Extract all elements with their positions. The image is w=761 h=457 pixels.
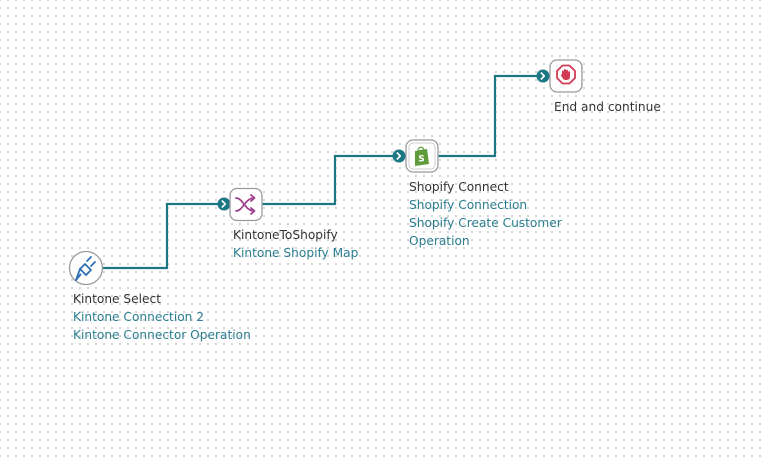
node-kintone-select[interactable]	[68, 250, 104, 286]
node-operation-link[interactable]: Kintone Connector Operation	[73, 328, 251, 342]
arrow-dot-1[interactable]	[217, 197, 231, 211]
node-kintone-to-shopify[interactable]	[229, 187, 263, 222]
arrow-dot-2[interactable]	[392, 149, 406, 163]
shopify-bag-icon: S	[415, 146, 429, 166]
node-connection-link[interactable]: Kintone Connection 2	[73, 310, 205, 324]
node-shopify-connect[interactable]: S	[405, 139, 439, 173]
stop-hand-icon	[556, 64, 576, 85]
chevron-right-icon	[396, 152, 402, 160]
plug-icon	[75, 256, 96, 281]
node-title: Shopify Connect	[409, 180, 509, 194]
node-operation-link-cont[interactable]: Operation	[409, 234, 470, 248]
connector-3[interactable]	[438, 74, 538, 158]
node-operation-link[interactable]: Shopify Create Customer	[409, 216, 562, 230]
arrow-dot-3[interactable]	[536, 69, 550, 83]
node-title: KintoneToShopify	[233, 228, 338, 242]
connectors	[103, 74, 538, 270]
svg-text:S: S	[418, 155, 424, 165]
node-end-and-continue[interactable]	[549, 59, 583, 93]
node-mapping-link[interactable]: Kintone Shopify Map	[233, 246, 359, 260]
node-title: Kintone Select	[73, 292, 162, 306]
connector-1[interactable]	[103, 202, 220, 270]
chevron-right-icon	[221, 200, 227, 208]
node-title: End and continue	[554, 100, 661, 114]
node-connection-link[interactable]: Shopify Connection	[409, 198, 528, 212]
connector-2[interactable]	[262, 154, 394, 206]
chevron-right-icon	[540, 72, 546, 80]
shuffle-icon	[235, 194, 256, 215]
